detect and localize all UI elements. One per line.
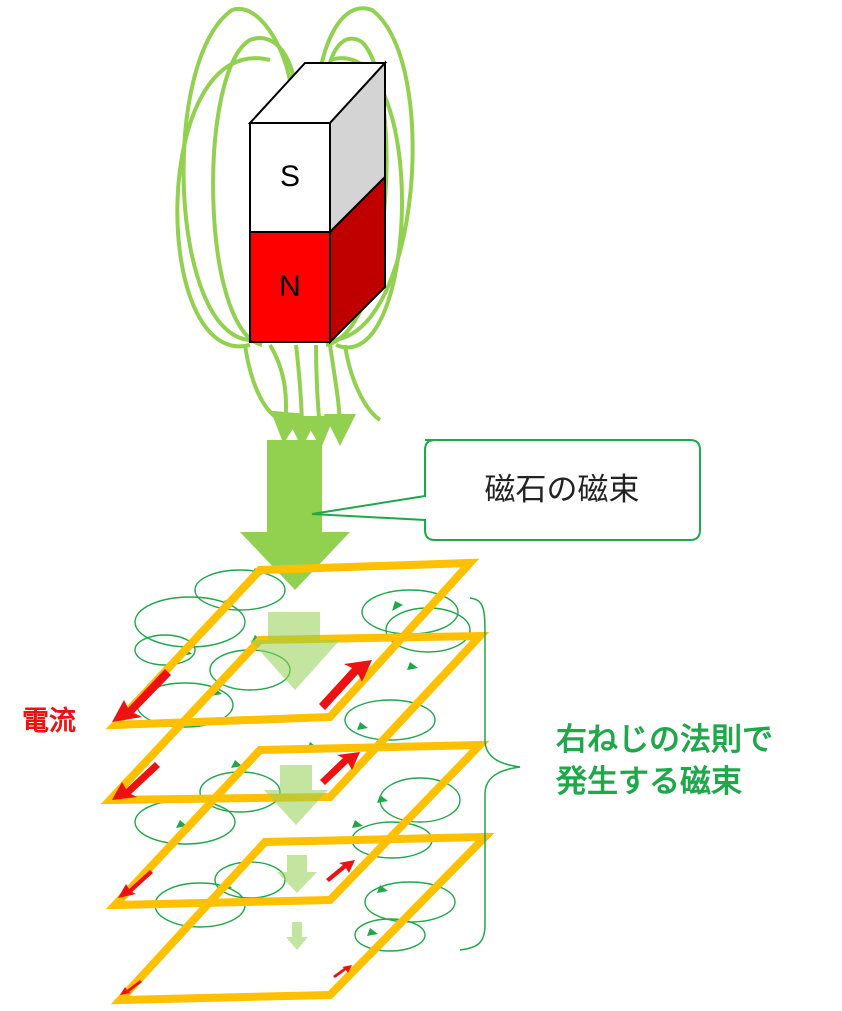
magnet-north-face (249, 231, 331, 343)
current-arrows (112, 660, 372, 995)
right-screw-rule-line2: 発生する磁束 (555, 764, 742, 800)
bar-magnet: S N (247, 60, 388, 345)
callout-text: 磁石の磁束 (485, 472, 640, 508)
coil-loop-2 (100, 631, 490, 805)
right-screw-rule-line1: 右ねじの法則で (556, 722, 773, 758)
magnet-flux-callout: 磁石の磁束 (311, 439, 701, 541)
magnet-south-face (249, 122, 331, 233)
coil-loop-1 (105, 558, 480, 730)
induced-flux-arrows (250, 612, 340, 950)
south-pole-label: S (280, 160, 300, 193)
magnet-flux-big-arrow (240, 440, 350, 590)
coil-bracket (459, 597, 521, 951)
current-label: 電流 (22, 706, 76, 737)
magnet-flux-arrows (243, 343, 382, 448)
coil-loop-3 (105, 740, 490, 910)
north-pole-label: N (279, 270, 301, 303)
